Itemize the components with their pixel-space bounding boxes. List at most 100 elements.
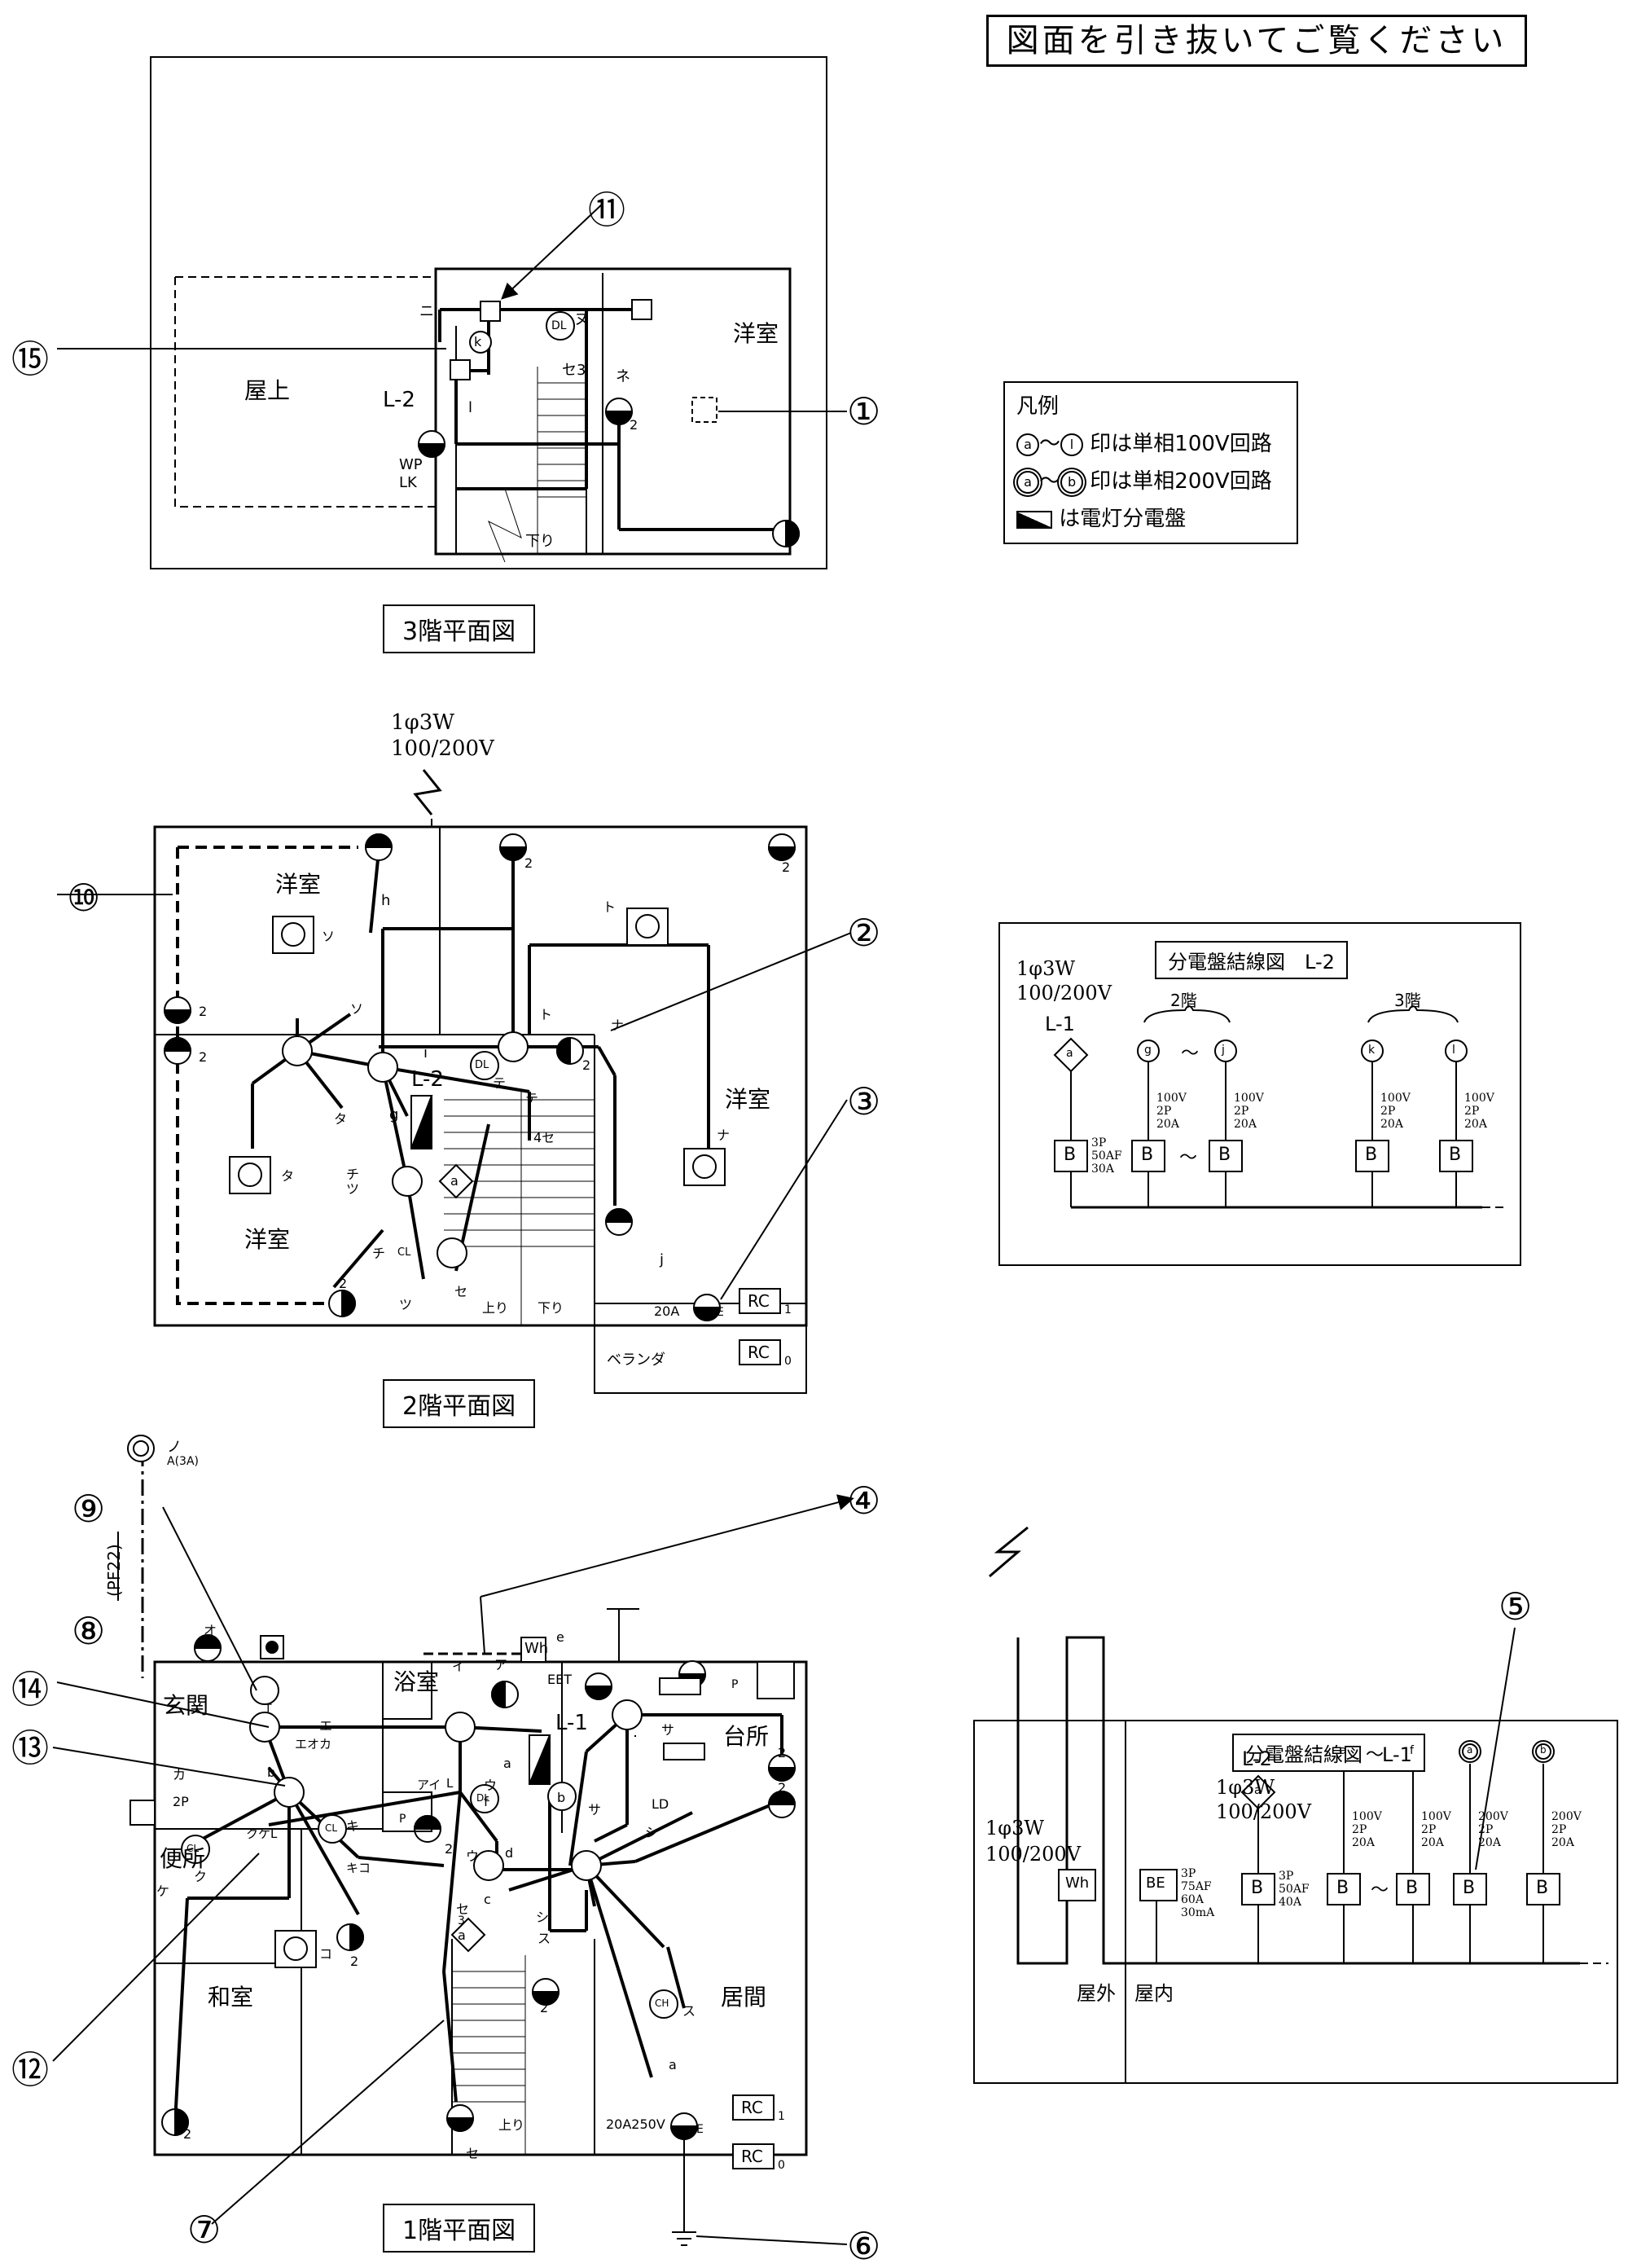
symbol-tsu: ツ [346,1181,360,1197]
room-kitchen: 台所 [723,1723,770,1750]
l1-supply-2: 100/200V [985,1843,1082,1866]
legend-tilde: ～ [1039,432,1061,456]
circuit-i: i [423,1044,428,1061]
l1-circuit-a200: a [1467,1744,1473,1756]
stairs-down-f3: 下り [525,533,555,550]
room-living: 居間 [721,1984,767,2011]
floor1-title: 1階平面図 [383,2204,536,2253]
l2-spec-a: 20A [1380,1118,1403,1131]
legend-100v-text: 印は単相100V回路 [1090,432,1272,456]
count-f1-e: 2 [778,1745,787,1760]
legend-200v-text: 印は単相200V回路 [1090,469,1272,494]
room-west1-f2: 洋室 [275,871,322,898]
l1-branch-b200: B [1536,1878,1549,1898]
symbol-no: ノ [167,1439,182,1456]
l1-spec-p: 2P [1478,1823,1494,1836]
l2-spec-a: 20A [1234,1118,1257,1131]
circuit-symbol-200v-a: a [1016,470,1039,494]
circuit-g: g [389,1106,399,1123]
l1-spec-v: 100V [1352,1810,1382,1823]
symbol-ni: ニ [419,303,434,320]
circuit-symbol-200v-b: b [1060,470,1084,494]
floor1-plan [52,1435,854,2246]
l1-circuit-f: f [1410,1744,1414,1757]
cl-label-f1-b: CL [325,1822,338,1834]
outlet-symbols-f1 [161,1634,796,2140]
outlet-symbols-f3 [417,398,800,548]
symbol-kiko: キコ [346,1861,371,1875]
rc1-sub-f1: 1 [778,2110,785,2123]
circuit-b-f1: b [557,1790,566,1805]
cl-label-f2: CL [397,1246,411,1259]
callout-2: ② [847,911,881,955]
floor2-plan [57,769,852,1394]
l1-spec-a: 20A [1478,1836,1501,1849]
callout-6: ⑥ [847,2224,881,2268]
symbol-to-a: ト [603,899,617,915]
circuit-a-f1: a [503,1756,511,1771]
symbol-p-b: P [731,1678,739,1691]
l1-supply-2-top: 100/200V [1216,1800,1312,1823]
circuit-a-panel-f1: a [458,1927,466,1943]
symbol-ta-a: タ [334,1111,348,1127]
floor2-title: 2階平面図 [383,1379,536,1428]
l1-title: 分電盤結線図 L-1 [1232,1734,1425,1772]
supply-f2-1: 1φ3W [391,710,455,735]
stairs-up-f2: 上り [482,1300,509,1316]
rc1-f1: RC [741,2098,763,2117]
circuit-symbol-l: l [1060,433,1084,456]
count-f2-a: 2 [199,1004,208,1019]
wp-label: WP [399,456,423,473]
l1-tilde-b: ～ [1371,1880,1389,1901]
l1-tilde: ～ [1366,1745,1384,1765]
legend-row-200v: a～b 印は単相200V回路 [1016,463,1285,500]
dl-label-f2: DL [475,1059,489,1071]
room-west2-f2: 洋室 [244,1226,291,1253]
t-label: T [265,1703,272,1716]
symbol-e: エ [319,1718,333,1734]
l2-floor3: 3階 [1394,991,1421,1010]
room-toilet: 便所 [160,1845,206,1872]
callout-1: ① [847,389,881,433]
eet-label: EET [547,1672,572,1687]
l1-spec-p: 2P [1551,1823,1567,1836]
circuit-d-f1: d [505,1845,514,1861]
symbol-nu: ヌ [574,311,589,328]
circuit-symbol-a: a [1016,433,1039,456]
room-veranda: ベランダ [607,1352,665,1369]
l2-main-spec-a: 30A [1091,1163,1114,1176]
l1-main-spec-poles: 3P [1279,1870,1294,1883]
symbol-su: ス [538,1931,551,1946]
callout-9: ⑨ [72,1487,106,1531]
legend-panel-text: は電灯分電盤 [1059,507,1187,531]
l1-spec-p: 2P [1421,1823,1437,1836]
circuit-k-f3: k [474,334,482,349]
l1-spec-p: 2P [1352,1823,1367,1836]
symbol-se4: 4セ [533,1130,555,1145]
l2-tilde: ～ [1181,1044,1200,1064]
rc1-f2: RC [748,1291,770,1311]
floor1-outline [153,1660,808,2156]
circuit-f-f1: f [484,1794,489,1809]
symbol-na-b: ナ [717,1127,731,1143]
circuit-c-f1: c [484,1892,491,1907]
rc1-sub-f2: 1 [784,1303,792,1316]
e-label-f2: E [717,1306,724,1319]
l2-main-spec-poles: 3P [1091,1136,1107,1149]
legend-row-panel: は電灯分電盤 [1016,500,1285,538]
symbol-no-sub: A(3A) [167,1455,199,1468]
floor2-outline [153,825,808,1327]
l1-branch-a: B [1336,1878,1349,1898]
symbol-u: ウ [484,1778,498,1793]
ld-label: LD [652,1796,669,1812]
panel-l2-f3: L-2 [383,388,415,412]
l1-to-l2-circuit: a [1254,1784,1262,1797]
symbol-ku: ク [194,1869,208,1884]
l1-spec-v: 100V [1421,1810,1451,1823]
l1-be-spec-a: 60A [1181,1893,1204,1906]
l1-be-spec-ma: 30mA [1181,1906,1215,1919]
dl-label-f3: DL [551,319,567,332]
